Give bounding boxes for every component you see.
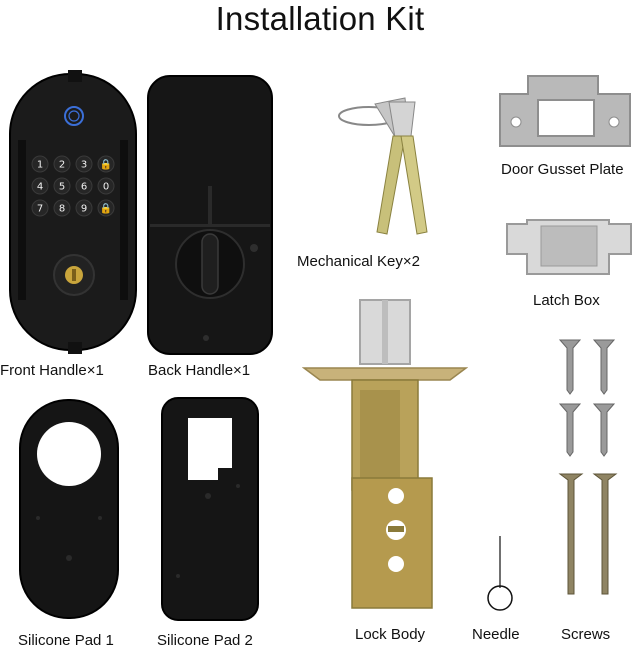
door-gusset-plate-image — [498, 74, 633, 154]
keypad-key-label: 8 — [59, 204, 65, 215]
keypad-key-label: 9 — [81, 204, 87, 215]
keypad-key-label: 2 — [59, 160, 65, 171]
keypad-key — [31, 155, 49, 173]
keypad-key-label: 4 — [37, 182, 43, 193]
keypad-key-label: 5 — [59, 182, 65, 193]
mechanical-key-image — [335, 96, 445, 241]
silicone-pad-1-label: Silicone Pad 1 — [18, 632, 114, 649]
lock-body-image — [302, 298, 468, 616]
screws-label: Screws — [561, 626, 611, 643]
keypad-key-label: 7 — [37, 204, 43, 215]
keypad-key — [75, 177, 93, 195]
keypad-key-label: 6 — [81, 182, 87, 193]
keypad-key — [97, 177, 115, 195]
fingerprint-sensor-icon — [64, 106, 84, 126]
keypad-key — [31, 199, 49, 217]
needle-label: Needle — [472, 626, 520, 643]
keypad-key — [97, 199, 115, 217]
keypad-key-label: 🔒 — [100, 203, 112, 215]
keypad-key — [97, 155, 115, 173]
silicone-pad-2-label: Silicone Pad 2 — [157, 632, 253, 649]
screws-image — [554, 334, 624, 600]
keypad-key-label: 🔒 — [100, 159, 112, 171]
latch-box-label: Latch Box — [533, 292, 600, 309]
needle-image — [484, 534, 516, 614]
keypad-key — [31, 177, 49, 195]
front-handle-label: Front Handle×1 — [0, 362, 104, 379]
page-title: Installation Kit — [215, 0, 425, 37]
keypad-key — [53, 177, 71, 195]
back-handle-label: Back Handle×1 — [148, 362, 251, 379]
keypad-key-label: 1 — [37, 160, 43, 171]
keypad-key — [75, 155, 93, 173]
silicone-pad-2-image — [160, 396, 260, 622]
back-handle-image — [146, 74, 276, 356]
keypad-key — [75, 199, 93, 217]
keypad-key-label: 0 — [103, 182, 109, 193]
latch-box-image — [505, 218, 635, 278]
keypad-key — [53, 199, 71, 217]
thumb-turn-icon — [201, 233, 219, 295]
lock-body-label: Lock Body — [355, 626, 426, 643]
door-gusset-plate-label: Door Gusset Plate — [501, 161, 624, 178]
front-handle-image: 1 2 3 🔒 4 5 6 0 7 8 9 🔒 — [8, 70, 138, 355]
keypad-key-label: 3 — [81, 160, 87, 171]
silicone-pad-1-image — [18, 398, 120, 620]
keypad-key — [53, 155, 71, 173]
mechanical-key-label: Mechanical Key×2 — [297, 253, 420, 270]
